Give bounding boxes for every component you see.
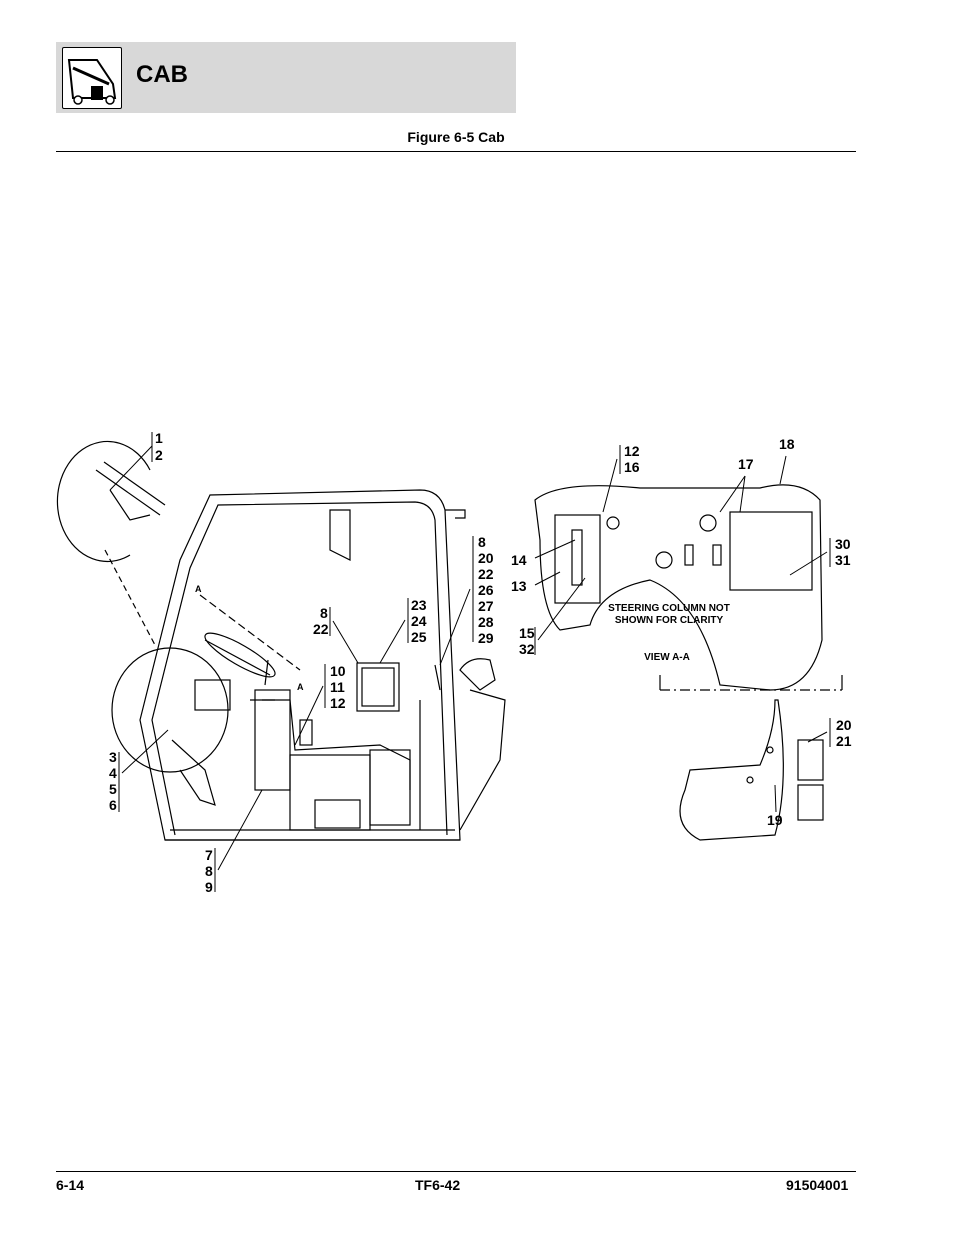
callout-4: 4 bbox=[109, 765, 117, 781]
callout-12b: 12 bbox=[624, 443, 640, 459]
callout-30: 30 bbox=[835, 536, 851, 552]
view-label: VIEW A-A bbox=[644, 652, 690, 663]
callout-13: 13 bbox=[511, 578, 527, 594]
callout-20b: 20 bbox=[836, 717, 852, 733]
steering-note-line1: STEERING COLUMN NOT bbox=[608, 603, 730, 614]
callout-5: 5 bbox=[109, 781, 117, 797]
callout-29: 29 bbox=[478, 630, 494, 646]
callout-17: 17 bbox=[738, 456, 754, 472]
callout-31: 31 bbox=[835, 552, 851, 568]
callout-7: 7 bbox=[205, 847, 213, 863]
callout-19: 19 bbox=[767, 812, 783, 828]
callout-22b: 22 bbox=[478, 566, 494, 582]
callout-25: 25 bbox=[411, 629, 427, 645]
section-header: CAB bbox=[56, 42, 516, 113]
callout-28: 28 bbox=[478, 614, 494, 630]
callout-14: 14 bbox=[511, 552, 527, 568]
callout-16: 16 bbox=[624, 459, 640, 475]
callout-11: 11 bbox=[330, 679, 345, 695]
section-marker-a-top: A bbox=[195, 584, 202, 594]
part-number: 91504001 bbox=[786, 1177, 849, 1193]
callout-8b: 8 bbox=[320, 605, 328, 621]
callout-22a: 22 bbox=[313, 621, 329, 637]
steering-note-line2: SHOWN FOR CLARITY bbox=[615, 615, 724, 626]
callout-12a: 12 bbox=[330, 695, 346, 711]
page-number: 6-14 bbox=[56, 1177, 85, 1193]
callout-23: 23 bbox=[411, 597, 427, 613]
section-marker-a-bottom: A bbox=[297, 682, 304, 692]
callout-21: 21 bbox=[836, 733, 852, 749]
figure-caption: Figure 6-5 Cab bbox=[407, 129, 505, 145]
callout-3: 3 bbox=[109, 749, 117, 765]
callout-27: 27 bbox=[478, 598, 494, 614]
callout-2: 2 bbox=[155, 447, 163, 463]
callout-24: 24 bbox=[411, 613, 427, 629]
callout-15: 15 bbox=[519, 625, 535, 641]
telehandler-icon bbox=[62, 47, 122, 109]
callout-18: 18 bbox=[779, 436, 795, 452]
callout-20a: 20 bbox=[478, 550, 494, 566]
callout-10: 10 bbox=[330, 663, 346, 679]
section-title: CAB bbox=[136, 61, 188, 88]
callout-8a: 8 bbox=[205, 863, 213, 879]
callout-9: 9 bbox=[205, 879, 213, 895]
callout-8c: 8 bbox=[478, 534, 486, 550]
callout-32: 32 bbox=[519, 641, 535, 657]
callout-1: 1 bbox=[155, 430, 163, 446]
callout-26: 26 bbox=[478, 582, 494, 598]
header-rule bbox=[56, 151, 856, 152]
callout-6: 6 bbox=[109, 797, 117, 813]
footer-rule bbox=[56, 1171, 856, 1172]
model-number: TF6-42 bbox=[415, 1177, 461, 1193]
